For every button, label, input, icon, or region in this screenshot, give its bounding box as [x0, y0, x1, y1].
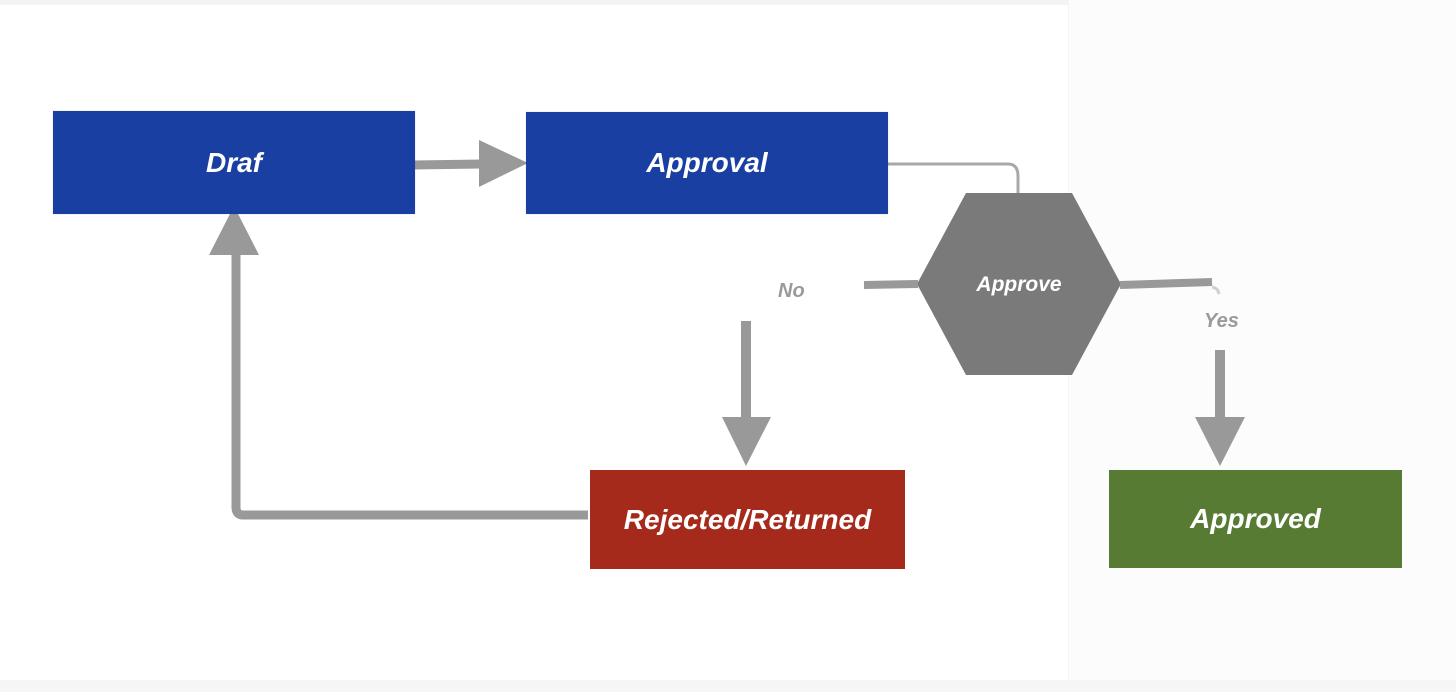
decision-node-text: Approve: [976, 273, 1062, 296]
rejected-returned-node-label: Rejected/Returned: [623, 503, 872, 535]
no-branch-arrow-head: [722, 417, 771, 466]
loop-shaft: [231, 252, 588, 520]
yes-branch-stub: [1119, 278, 1213, 289]
no-edge-label: No: [778, 280, 805, 302]
arrow-head: [479, 140, 528, 187]
approval-node-label: Approval: [646, 147, 768, 178]
draft-to-approval-arrow: [412, 140, 528, 187]
approved-node[interactable]: Approved: [1109, 470, 1402, 568]
rejected-to-draft-loop: [209, 206, 588, 520]
draft-node-label: Draf: [205, 146, 262, 178]
no-branch-stub: [863, 280, 919, 289]
arrow-shaft: [412, 159, 483, 170]
decision-node-label: Approve: [918, 270, 1120, 300]
top-border: [0, 0, 1456, 5]
right-panel-background: [1068, 0, 1456, 692]
rejected-returned-node[interactable]: Rejected/Returned: [590, 470, 905, 569]
approval-to-decision-connector: [888, 162, 1020, 194]
draft-node[interactable]: Draf: [53, 111, 415, 214]
loop-arrow-head: [209, 206, 259, 255]
yes-branch-curve: [1211, 285, 1221, 295]
approved-node-label: Approved: [1190, 503, 1321, 534]
decision-hexagon: [917, 193, 1121, 375]
bottom-border: [0, 680, 1456, 692]
yes-branch-connector: [1119, 278, 1245, 466]
approval-node[interactable]: Approval: [526, 112, 888, 214]
yes-edge-label: Yes: [1204, 310, 1239, 332]
yes-branch-arrow-head: [1195, 417, 1245, 466]
no-branch-connector: [722, 280, 919, 466]
